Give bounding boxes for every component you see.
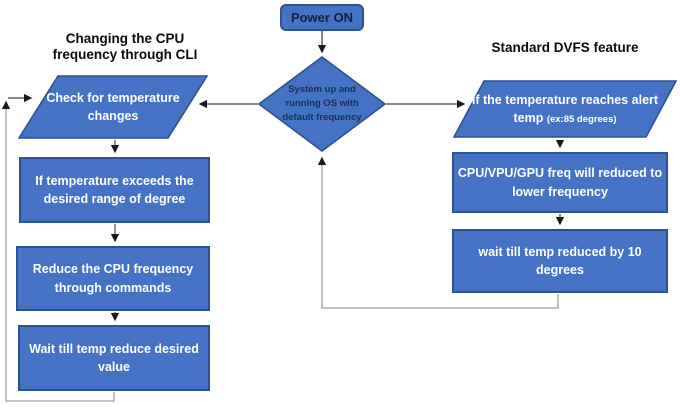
node-freq-reduced-label: CPU/VPU/GPU freq will reduced to lower f… — [457, 166, 663, 199]
node-alert-temperature-label: If the temperature reaches alert temp — [471, 92, 659, 125]
node-check-temperature: Check for temperature changes — [18, 75, 208, 139]
node-wait-desired-value: Wait till temp reduce desired value — [18, 325, 210, 391]
node-decision-label: System up and running OS with default fr… — [282, 83, 362, 124]
node-wait-temp-reduced: wait till temp reduced by 10 degrees — [452, 229, 668, 293]
node-temp-exceeds-label: If temperature exceeds the desired range… — [35, 173, 194, 206]
node-power-on: Power ON — [280, 4, 364, 31]
node-wait-desired-value-label: Wait till temp reduce desired value — [29, 341, 199, 374]
node-check-temperature-label: Check for temperature changes — [46, 90, 180, 123]
node-temp-exceeds: If temperature exceeds the desired range… — [19, 157, 210, 223]
node-reduce-frequency-label: Reduce the CPU frequency through command… — [32, 262, 194, 295]
node-freq-reduced: CPU/VPU/GPU freq will reduced to lower f… — [452, 152, 668, 213]
left-branch-title: Changing the CPU frequency through CLI — [52, 31, 198, 63]
node-alert-temperature: If the temperature reaches alert temp (e… — [453, 80, 677, 138]
node-reduce-frequency: Reduce the CPU frequency through command… — [16, 246, 210, 311]
node-power-on-label: Power ON — [290, 10, 354, 25]
node-wait-temp-reduced-label: wait till temp reduced by 10 degrees — [478, 244, 642, 277]
right-branch-title: Standard DVFS feature — [491, 40, 639, 55]
node-alert-temperature-note: (ex:85 degrees) — [546, 114, 617, 125]
node-decision-diamond: System up and running OS with default fr… — [258, 56, 386, 152]
